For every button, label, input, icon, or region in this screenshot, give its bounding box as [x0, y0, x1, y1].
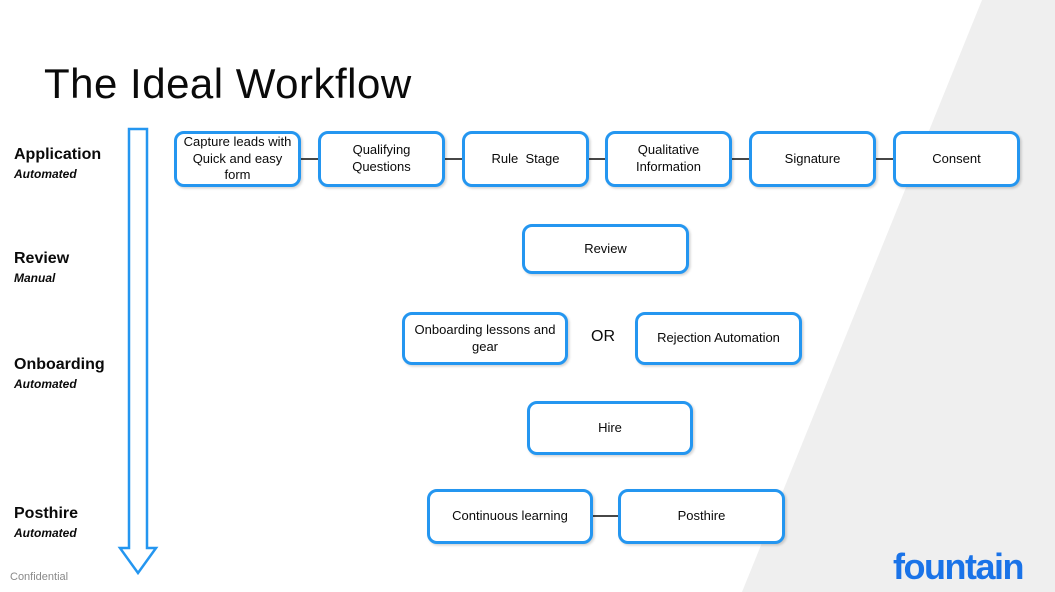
down-arrow-icon [117, 127, 159, 576]
workflow-box-consent: Consent [893, 131, 1020, 187]
connector-line [588, 158, 606, 160]
workflow-box-capture-leads: Capture leads with Quick and easy form [174, 131, 301, 187]
stage-mode: Automated [14, 525, 77, 540]
connector-line [300, 158, 319, 160]
workflow-box-qualitative-information: Qualitative Information [605, 131, 732, 187]
stage-mode: Automated [14, 376, 77, 391]
stage-label-review: Review Manual [14, 250, 69, 285]
page-title: The Ideal Workflow [44, 60, 412, 107]
connector-line [731, 158, 750, 160]
stage-name: Application [14, 146, 102, 163]
workflow-box-rejection-automation: Rejection Automation [635, 312, 802, 365]
or-label: OR [591, 328, 615, 345]
stage-label-onboarding: Onboarding Automated [14, 356, 105, 391]
connector-line [875, 158, 894, 160]
stage-name: Posthire [14, 505, 79, 522]
workflow-box-continuous-learning: Continuous learning [427, 489, 593, 544]
workflow-box-signature: Signature [749, 131, 876, 187]
stage-mode: Automated [14, 166, 77, 181]
stage-mode: Manual [14, 270, 56, 285]
workflow-box-posthire: Posthire [618, 489, 785, 544]
workflow-box-rule-stage: Rule Stage [462, 131, 589, 187]
stage-name: Review [14, 250, 70, 267]
confidential-label: Confidential [10, 571, 69, 583]
connector-line [444, 158, 463, 160]
stage-label-application: Application Automated [14, 146, 101, 181]
workflow-box-qualifying-questions: Qualifying Questions [318, 131, 445, 187]
workflow-box-onboarding-lessons: Onboarding lessons and gear [402, 312, 568, 365]
connector-line [592, 515, 618, 517]
fountain-logo: fountain [893, 546, 1024, 587]
workflow-box-hire: Hire [527, 401, 693, 455]
stage-label-posthire: Posthire Automated [14, 505, 78, 540]
workflow-box-review: Review [522, 224, 689, 274]
stage-name: Onboarding [14, 356, 105, 373]
